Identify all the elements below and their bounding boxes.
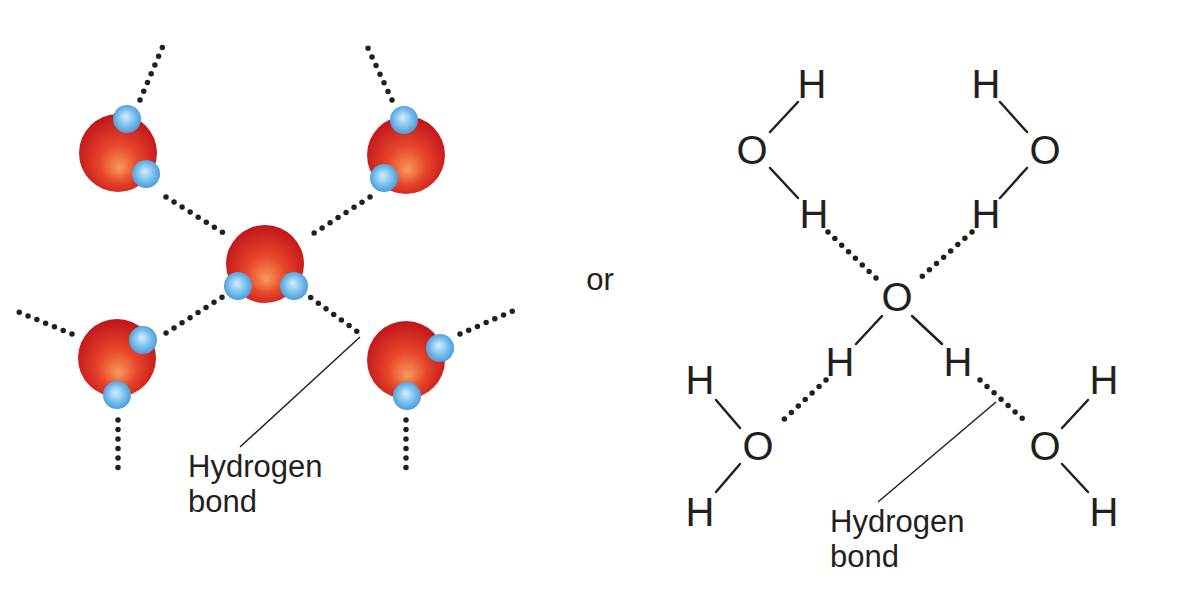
hydrogen-atom: H	[686, 490, 715, 535]
hydrogen-atom: H	[972, 62, 1001, 107]
water-molecule-spheres	[78, 105, 454, 410]
callout-label: Hydrogen bond	[830, 505, 980, 574]
hydrogen-atom: H	[944, 340, 973, 385]
callout-label: Hydrogen bond	[188, 450, 338, 519]
hydrogen-atom: H	[686, 358, 715, 403]
hydrogen-atom: H	[1090, 358, 1119, 403]
hydrogen-bond-dots	[16, 46, 1024, 474]
hydrogen-atom: H	[826, 340, 855, 385]
connector-word: or	[586, 263, 614, 298]
oxygen-atom: O	[1029, 424, 1060, 469]
oxygen-atom: O	[1029, 128, 1060, 173]
oxygen-atom: O	[881, 275, 912, 320]
hydrogen-atom: H	[1090, 490, 1119, 535]
leader-lines	[240, 337, 996, 502]
oxygen-atom: O	[736, 128, 767, 173]
hydrogen-atom: H	[798, 62, 827, 107]
hydrogen-atom: H	[800, 192, 829, 237]
hydrogen-atom: H	[972, 192, 1001, 237]
oxygen-atom: O	[742, 424, 773, 469]
covalent-bonds	[716, 102, 1088, 492]
